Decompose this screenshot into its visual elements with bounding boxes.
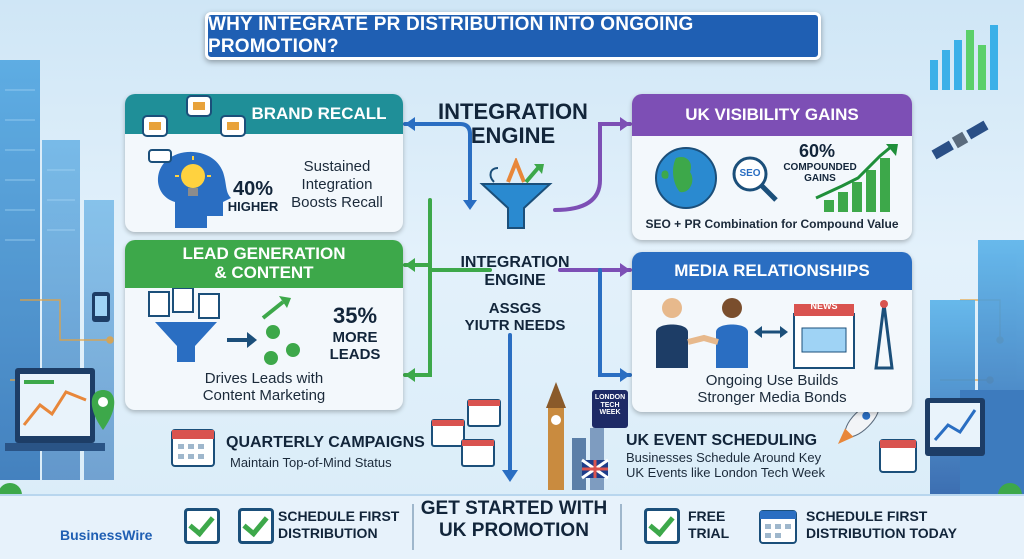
media-desc-line: Stronger Media Bonds bbox=[697, 389, 847, 407]
card-uk-visibility-header: UK VISIBILITY GAINS bbox=[632, 94, 912, 136]
lead-gen-stat: 35% bbox=[332, 303, 378, 328]
schedule-today-label[interactable]: SCHEDULE FIRST DISTRIBUTION TODAY bbox=[806, 508, 976, 542]
lead-gen-stat-sub-line: LEADS bbox=[329, 345, 381, 363]
engine-sub-title-line: YIUTR NEEDS bbox=[464, 317, 566, 335]
head-lightbulb-icon bbox=[157, 151, 231, 228]
funnel-engine-icon bbox=[479, 158, 553, 229]
news-label: NEWS bbox=[810, 301, 838, 311]
brand-recall-desc-line: Integration bbox=[301, 176, 373, 193]
card-uk-visibility: UK VISIBILITY GAINS SEO 60% COMPOUNDED G… bbox=[632, 94, 912, 240]
title-banner: WHY INTEGRATE PR DISTRIBUTION INTO ONGOI… bbox=[205, 12, 821, 60]
brand-recall-desc: Sustained Integration Boosts Recall bbox=[277, 158, 397, 212]
uk-event-desc-line: UK Events like London Tech Week bbox=[626, 464, 825, 480]
get-started-cta[interactable]: GET STARTED WITH UK PROMOTION bbox=[416, 498, 612, 542]
uk-event-desc-line: Businesses Schedule Around Key bbox=[626, 450, 822, 465]
card-brand-recall-header: BRAND RECALL bbox=[125, 94, 403, 134]
engine-mid-title: INTEGRATION ENGINE bbox=[440, 254, 590, 291]
london-tech-week-sign: LONDON TECH WEEK bbox=[592, 390, 628, 428]
free-trial-line: FREE bbox=[688, 508, 726, 524]
brand-logo-text: BusinessWire bbox=[60, 527, 153, 543]
newsstand-tower-icon bbox=[793, 300, 894, 370]
funnel-documents-icon bbox=[148, 288, 300, 365]
quarterly-desc: Maintain Top-of-Mind Status bbox=[230, 455, 392, 470]
uk-visibility-stat: 60% bbox=[798, 141, 836, 161]
calendar-icon bbox=[171, 429, 215, 467]
engine-mid-title-line: ENGINE bbox=[484, 272, 546, 290]
brand-recall-desc-line: Sustained bbox=[303, 158, 371, 175]
globe-uk-icon bbox=[655, 147, 778, 209]
card-uk-visibility-title: UK VISIBILITY GAINS bbox=[685, 105, 859, 124]
footer-divider bbox=[620, 504, 622, 550]
footer-divider bbox=[412, 504, 414, 550]
big-ben-london-icon bbox=[546, 382, 609, 490]
engine-top-title-line: ENGINE bbox=[470, 123, 556, 149]
card-media-relationships: MEDIA RELATIONSHIPS NEWS Ongoing Use Bui… bbox=[632, 252, 912, 412]
growth-chart-icon bbox=[815, 144, 898, 212]
checkbox-icon[interactable] bbox=[238, 508, 274, 544]
engine-top-title: INTEGRATION ENGINE bbox=[428, 99, 598, 149]
uk-visibility-stat-sub-line: GAINS bbox=[804, 173, 836, 184]
uk-event-title: UK EVENT SCHEDULING bbox=[626, 432, 818, 449]
card-brand-recall: BRAND RECALL 40% HIGHER Sustained Integr… bbox=[125, 94, 403, 232]
media-desc: Ongoing Use Builds Stronger Media Bonds bbox=[642, 372, 902, 407]
free-trial-label[interactable]: FREE TRIAL bbox=[688, 508, 748, 542]
card-media-relationships-title: MEDIA RELATIONSHIPS bbox=[674, 261, 870, 280]
sign-line: TECH bbox=[600, 401, 620, 409]
engine-sub-title: ASSGS YIUTR NEEDS bbox=[440, 300, 590, 335]
get-started-line: UK PROMOTION bbox=[439, 519, 589, 541]
card-lead-generation-title: LEAD GENERATION bbox=[182, 244, 346, 264]
page-title: WHY INTEGRATE PR DISTRIBUTION INTO ONGOI… bbox=[208, 14, 694, 57]
card-lead-generation-header: LEAD GENERATION & CONTENT bbox=[125, 240, 403, 288]
card-lead-generation: LEAD GENERATION & CONTENT 35% MORE LEADS… bbox=[125, 240, 403, 410]
schedule-first-label: SCHEDULE FIRST DISTRIBUTION bbox=[278, 508, 408, 542]
brand-recall-desc-line: Boosts Recall bbox=[291, 194, 383, 211]
schedule-first-line: DISTRIBUTION bbox=[278, 524, 378, 541]
engine-sub-title-line: ASSGS bbox=[488, 300, 542, 317]
double-arrow-icon bbox=[754, 326, 788, 338]
lead-gen-stat-sub: MORE LEADS bbox=[315, 329, 395, 363]
uk-visibility-stat-sub-line: COMPOUNDED bbox=[783, 162, 857, 173]
lead-gen-desc-line: Content Marketing bbox=[202, 387, 326, 405]
uk-event-desc: Businesses Schedule Around Key UK Events… bbox=[626, 450, 856, 481]
card-lead-generation-title: & CONTENT bbox=[214, 263, 314, 282]
checkbox-icon[interactable] bbox=[644, 508, 680, 544]
card-brand-recall-title: BRAND RECALL bbox=[251, 104, 387, 123]
engine-top-title-line: INTEGRATION bbox=[438, 99, 588, 124]
seo-label: SEO bbox=[739, 168, 761, 179]
sign-line: LONDON bbox=[594, 394, 626, 401]
free-trial-line: TRIAL bbox=[688, 524, 730, 541]
lead-gen-desc-line: Drives Leads with bbox=[204, 370, 324, 387]
media-desc-line: Ongoing Use Builds bbox=[705, 372, 839, 389]
card-media-relationships-header: MEDIA RELATIONSHIPS bbox=[632, 252, 912, 290]
uk-visibility-stat-sub: COMPOUNDED GAINS bbox=[780, 162, 860, 184]
brand-recall-stat: 40% bbox=[232, 178, 274, 200]
sign-line: WEEK bbox=[599, 409, 621, 417]
engine-mid-title-line: INTEGRATION bbox=[460, 254, 570, 271]
calendar-icon bbox=[759, 510, 797, 544]
speech-bubbles-icon bbox=[142, 95, 246, 163]
schedule-today-line: SCHEDULE FIRST bbox=[806, 508, 928, 524]
brand-recall-stat-sub: HIGHER bbox=[227, 199, 279, 214]
checkbox-icon[interactable] bbox=[184, 508, 220, 544]
handshake-people-icon bbox=[656, 298, 748, 368]
calendars-cycle-icon bbox=[431, 399, 501, 467]
brand-logo: BusinessWire bbox=[60, 527, 180, 543]
uk-visibility-desc: SEO + PR Combination for Compound Value bbox=[645, 217, 899, 231]
lead-gen-desc: Drives Leads with Content Marketing bbox=[145, 370, 383, 405]
lead-gen-stat-sub-line: MORE bbox=[332, 329, 378, 346]
quarterly-title: QUARTERLY CAMPAIGNS bbox=[226, 434, 425, 451]
get-started-line: GET STARTED WITH bbox=[420, 498, 608, 519]
schedule-first-line: SCHEDULE FIRST bbox=[278, 508, 400, 524]
schedule-today-line: DISTRIBUTION TODAY bbox=[806, 524, 957, 541]
